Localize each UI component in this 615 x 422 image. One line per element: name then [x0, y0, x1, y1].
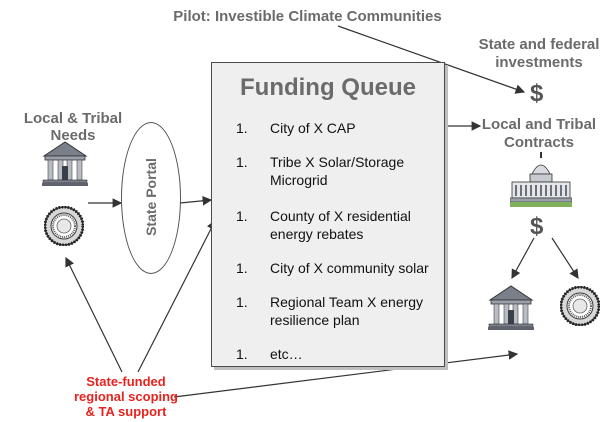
arrow-support-to-portal: [137, 219, 216, 373]
pilot-title: Pilot: Investible Climate Communities: [173, 8, 442, 25]
local-tribal-contracts-label: Local and Tribal Contracts: [466, 116, 612, 152]
queue-item-number: 1.: [236, 346, 248, 362]
funding-queue-box: Funding Queue 1. City of X CAP 1. Tribe …: [211, 62, 445, 367]
queue-item-text: Tribe X Solar/Storage: [270, 154, 405, 170]
queue-item-text: etc…: [270, 346, 303, 362]
queue-item-text-2: resilience plan: [270, 312, 360, 328]
queue-item-number: 1.: [236, 208, 248, 224]
queue-item-text-2: energy rebates: [270, 226, 364, 242]
arrow-dollar-to-seal: [551, 237, 579, 280]
queue-item-text: County of X residential: [270, 208, 411, 224]
contracts-line-2: Contracts: [503, 134, 574, 151]
state-portal-ellipse: [121, 122, 181, 274]
arrow-pilot-to-investments: [337, 25, 526, 94]
support-line-3: & TA support: [85, 404, 167, 419]
dollar-icon: $: [530, 213, 544, 240]
arrow-support-to-seal: [65, 256, 123, 373]
queue-item-text: City of X CAP: [270, 120, 356, 136]
investments-line-2: investments: [495, 54, 583, 71]
needs-line-2: Needs: [50, 127, 96, 144]
courthouse-icon: [488, 285, 534, 330]
support-line-2: regional scoping: [73, 389, 178, 404]
queue-item-text: Regional Team X energy: [270, 294, 424, 310]
arrow-portal-to-queue: [179, 196, 213, 206]
queue-item-number: 1.: [236, 260, 248, 276]
support-line-1: State-funded: [86, 374, 166, 389]
queue-item-number: 1.: [236, 120, 248, 136]
courthouse-icon: [42, 141, 88, 186]
queue-item-number: 1.: [236, 154, 248, 170]
arrow-dollar-to-courthouse: [511, 237, 535, 280]
state-portal-label: State Portal: [143, 158, 159, 236]
tribal-seal-icon: [44, 206, 84, 246]
queue-item-text: City of X community solar: [270, 260, 429, 276]
contracts-line-1: Local and Tribal: [481, 116, 597, 133]
needs-line-1: Local & Tribal: [23, 110, 123, 127]
queue-item-text-2: Microgrid: [270, 172, 328, 188]
investments-line-1: State and federal: [478, 36, 600, 53]
local-tribal-needs-label: Local & Tribal Needs: [8, 110, 138, 144]
tribal-seal-icon: [560, 286, 600, 326]
queue-item-number: 1.: [236, 294, 248, 310]
capitol-building-icon: [510, 152, 572, 207]
arrow-support-to-tribal: [173, 350, 519, 398]
funding-queue-title: Funding Queue: [240, 74, 416, 101]
state-funded-support-label: State-funded regional scoping & TA suppo…: [56, 374, 196, 419]
dollar-icon: $: [530, 80, 544, 107]
state-federal-investments-label: State and federal investments: [468, 36, 610, 72]
